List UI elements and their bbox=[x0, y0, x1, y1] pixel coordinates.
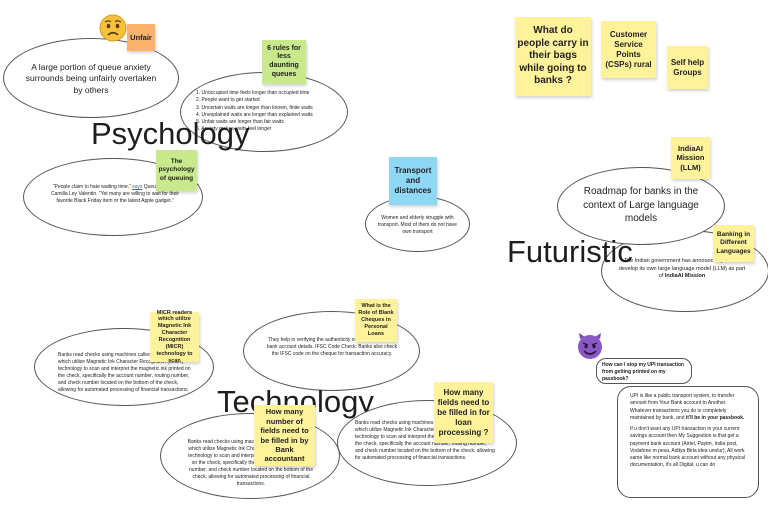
sticky-note-banking-languages[interactable]: Banking in Different Languages bbox=[713, 225, 754, 262]
llm-roadmap-text: Roadmap for banks in the context of Larg… bbox=[583, 186, 699, 224]
sticky-note-bags[interactable]: What do people carry in their bags while… bbox=[515, 17, 591, 96]
indiaai-government-pre: The Indian government has announced plan… bbox=[618, 258, 746, 280]
chat-answer-bubble[interactable] bbox=[617, 386, 759, 498]
chat-answer-paragraph-2: If u don't want any UPI transaction in y… bbox=[630, 426, 746, 469]
devil-face-icon bbox=[576, 332, 604, 360]
sticky-note-psychology-of-queuing[interactable]: The psychology of queuing bbox=[156, 150, 197, 191]
worried-face-icon bbox=[99, 14, 127, 42]
sticky-note-blank-cheques[interactable]: What is the Role of Blank Cheques in Per… bbox=[355, 299, 397, 342]
sticky-note-fields-loan[interactable]: How many fields need to be filled in for… bbox=[434, 382, 493, 443]
queue-rules-bubble[interactable] bbox=[180, 72, 348, 152]
queuing-quote-pre: “People claim to hate waiting time,” bbox=[52, 184, 133, 190]
queue-rule-item: 6. Anxiety makes waits feel longer bbox=[196, 126, 272, 133]
queue-anxiety-text: A large portion of queue anxiety surroun… bbox=[25, 62, 157, 95]
queue-rule-item: 4. Unexplained waits are longer than exp… bbox=[196, 111, 313, 118]
fields-loan-text: Banks read checks using machines called … bbox=[355, 420, 495, 461]
transport-text: Women and elderly struggle with transpor… bbox=[378, 215, 457, 235]
sticky-note-csp-rural[interactable]: Customer Service Points (CSPs) rural bbox=[601, 21, 656, 78]
llm-roadmap-bubble[interactable] bbox=[557, 167, 725, 245]
queue-anxiety-bubble[interactable] bbox=[3, 38, 179, 118]
chat-answer-p1-pre: UPI is like a public transport system, t… bbox=[630, 393, 735, 421]
sticky-note-micr-readers[interactable]: MICR readers which utilize Magnetic Ink … bbox=[150, 310, 199, 364]
sticky-note-six-rules[interactable]: 6 rules for less daunting queues bbox=[262, 40, 306, 84]
queue-rule-item: 5. Unfair waits are longer than fair wai… bbox=[196, 119, 284, 125]
quote-source-link[interactable]: says bbox=[132, 184, 143, 190]
micr-readers-text: Banks read checks using machines called … bbox=[58, 352, 191, 393]
queue-rule-item: 2. People want to get started bbox=[196, 97, 260, 104]
sticky-note-indiaai-mission[interactable]: IndiaAI Mission (LLM) bbox=[671, 137, 710, 179]
sticky-note-fields-accountant[interactable]: How many number of fields need to be fil… bbox=[254, 405, 315, 466]
sticky-note-unfair[interactable]: Unfair bbox=[127, 24, 155, 51]
chat-answer-paragraph-1: UPI is like a public transport system, t… bbox=[630, 393, 748, 422]
sticky-note-transport-distances[interactable]: Transport and distances bbox=[389, 157, 437, 205]
chat-answer-p1-bold: it'll be in your passbook. bbox=[685, 414, 745, 421]
sticky-note-self-help-groups[interactable]: Self help Groups bbox=[667, 46, 708, 89]
fields-account-text: Banks read checks using machines called … bbox=[187, 439, 315, 487]
heading-futuristic: Futuristic bbox=[507, 234, 633, 269]
indiaai-government-bold: IndiaAI Mission bbox=[664, 273, 706, 280]
queue-rules-list: 1. Unoccupied time feels longer than occ… bbox=[196, 90, 341, 134]
queue-rule-item: 1. Unoccupied time feels longer than occ… bbox=[196, 90, 310, 96]
blank-cheques-text: They help in verifying the authenticity … bbox=[266, 337, 398, 357]
chat-question-text: How can I stop my UPI transaction from g… bbox=[602, 362, 684, 382]
heading-psychology: Psychology bbox=[91, 116, 250, 151]
chat-question-bubble[interactable] bbox=[596, 358, 692, 384]
queue-rule-item: 3. Uncertain waits are longer than known… bbox=[196, 104, 313, 111]
transport-bubble[interactable] bbox=[365, 196, 470, 252]
indiaai-government-text: The Indian government has announced plan… bbox=[617, 258, 747, 281]
chat-answer-text: UPI is like a public transport system, t… bbox=[630, 393, 748, 470]
